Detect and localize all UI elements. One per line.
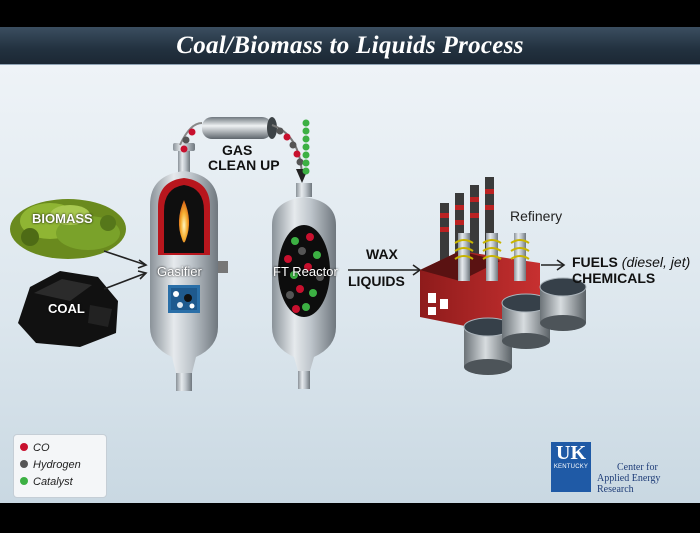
title-bar: Coal/Biomass to Liquids Process — [0, 27, 700, 66]
refinery-label: Refinery — [510, 208, 563, 224]
clean-up-label: CLEAN UP — [208, 157, 280, 173]
chemicals-label: CHEMICALS — [572, 270, 656, 286]
catalyst-dot-icon — [20, 477, 28, 486]
gas-particles — [180, 119, 310, 175]
hydrogen-dot-icon — [20, 460, 28, 469]
fuels-text: FUELS — [572, 254, 618, 270]
wax-label: WAX — [366, 246, 398, 262]
bottom-bar — [0, 503, 700, 533]
ft-reactor-label: FT Reactor — [273, 264, 338, 279]
legend-item-hydrogen: Hydrogen — [20, 458, 81, 472]
feed-arrows — [103, 250, 148, 290]
fuels-arrow — [541, 259, 566, 271]
uk-logo-mark: UK KENTUCKY — [551, 442, 591, 492]
gasifier-label: Gasifier — [157, 264, 202, 279]
ft-reactor-vessel — [272, 183, 336, 389]
reactor-particles — [284, 233, 324, 313]
uk-caer-logo: UK KENTUCKY Center for Applied Energy Re… — [551, 442, 681, 495]
gas-label: GAS — [222, 142, 253, 158]
co-dot-icon — [20, 443, 28, 452]
gasifier-vessel — [150, 143, 228, 391]
slide-title: Coal/Biomass to Liquids Process — [176, 32, 524, 59]
fuels-detail: (diesel, jet) — [621, 254, 691, 270]
coal-label: COAL — [48, 301, 85, 316]
legend-item-catalyst: Catalyst — [20, 475, 73, 489]
caer-text: Center for Applied Energy Research — [597, 462, 661, 495]
biomass-pile — [10, 199, 126, 259]
fuels-label: FUELS (diesel, jet) — [572, 255, 690, 270]
liquids-label: LIQUIDS — [348, 273, 405, 289]
legend-item-co: CO — [20, 441, 50, 455]
diagram-stage: BIOMASS COAL Gasifier GAS CLEAN UP FT Re… — [0, 65, 700, 503]
process-diagram — [10, 117, 587, 391]
legend: CO Hydrogen Catalyst — [13, 434, 107, 498]
coal-pile — [18, 271, 118, 347]
biomass-label: BIOMASS — [32, 211, 93, 226]
refinery-tanks — [463, 277, 587, 375]
